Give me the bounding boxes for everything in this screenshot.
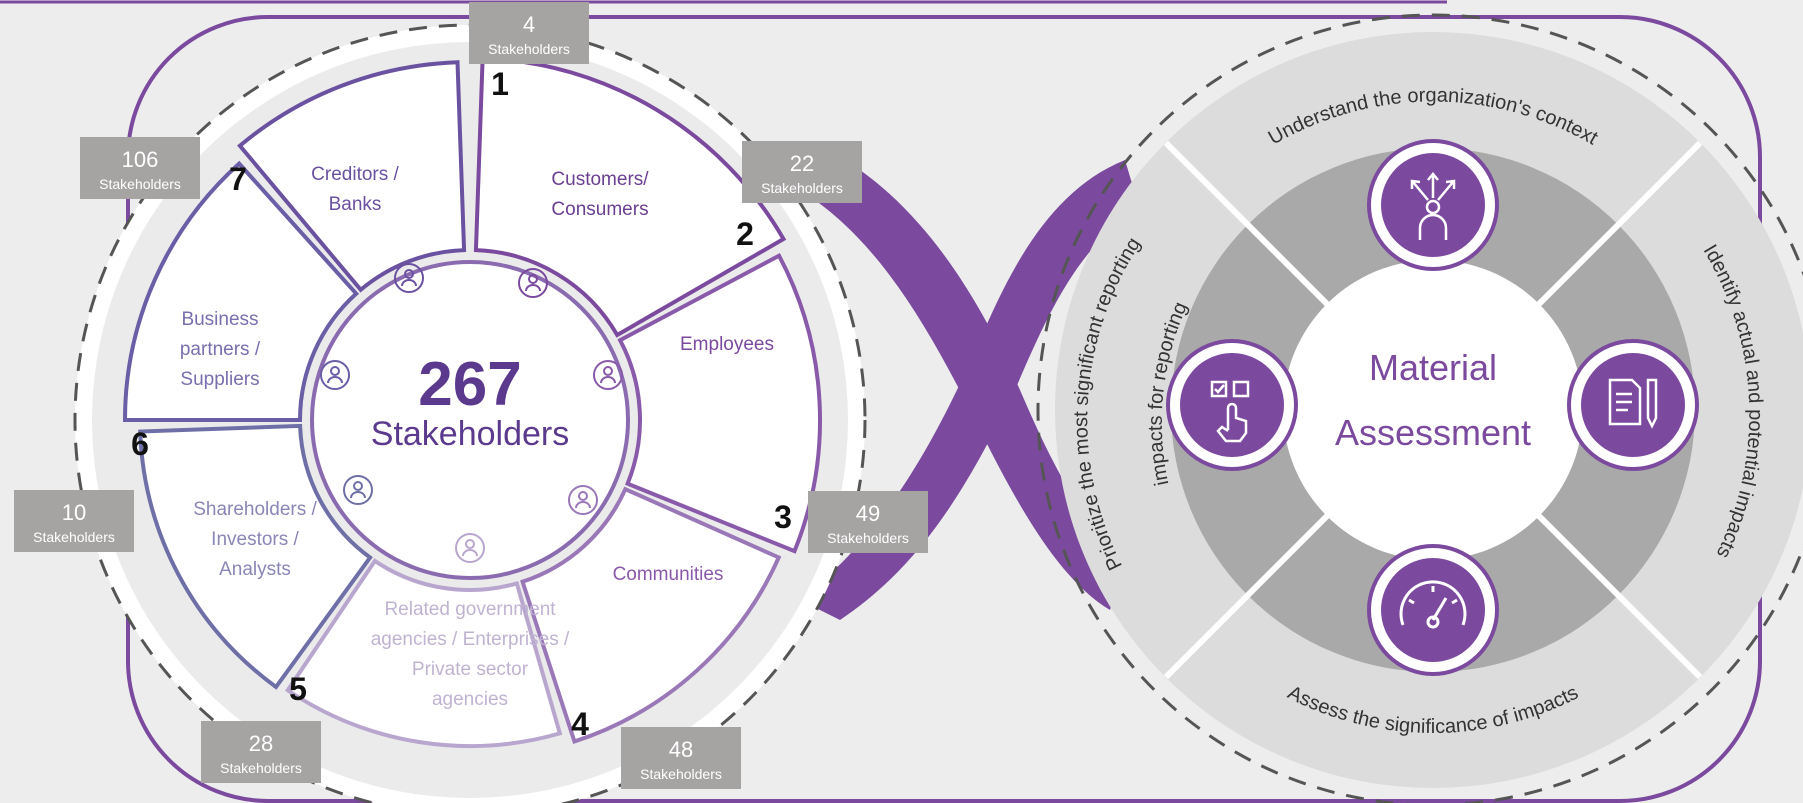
stakeholder-number-1: 1	[491, 66, 509, 102]
stakeholder-number-4: 4	[571, 706, 589, 742]
stakeholder-count-2: 22	[790, 151, 814, 176]
stakeholder-count-label-2: Stakeholders	[761, 180, 843, 196]
stakeholder-count-4: 48	[669, 737, 693, 762]
stakeholder-group-icon-4	[455, 533, 485, 563]
stakeholder-number-3: 3	[774, 499, 792, 535]
stakeholder-count-label-7: Stakeholders	[99, 176, 181, 192]
assessment-title-line2: Assessment	[1335, 412, 1531, 453]
stakeholder-number-6: 6	[131, 426, 149, 462]
assessment-title-line1: Material	[1369, 347, 1497, 388]
material-assessment-wheel: Material Assessment Understand the organ…	[1036, 13, 1803, 803]
assessment-dividers	[1163, 140, 1703, 680]
stakeholder-segment-5	[138, 423, 373, 690]
hand-checklist-icon	[1166, 339, 1298, 471]
stakeholder-label-7: Creditors /Banks	[311, 164, 399, 215]
infinity-connector	[800, 160, 1140, 620]
person-arrows-icon	[1367, 139, 1499, 271]
stakeholder-group-icon-7	[394, 263, 424, 293]
stakeholder-number-7: 7	[229, 161, 247, 197]
stakeholder-number-2: 2	[736, 216, 754, 252]
stakeholder-label-3: Communities	[613, 564, 724, 585]
stakeholder-segment-3	[520, 486, 782, 744]
stakeholder-label-2: Employees	[680, 334, 774, 355]
stakeholder-count-label-4: Stakeholders	[640, 766, 722, 782]
stakeholder-count-3: 49	[856, 501, 880, 526]
stakeholder-segment-4	[284, 558, 563, 748]
stakeholder-count-1: 4	[523, 12, 535, 37]
stakeholder-wheel: 267 Stakeholders Customers/Consumers1Emp…	[14, 2, 928, 803]
total-stakeholders-label: Stakeholders	[371, 415, 569, 453]
assessment-center	[1283, 260, 1583, 560]
stakeholder-segment-6	[122, 160, 360, 422]
stakeholder-count-label-5: Stakeholders	[220, 760, 302, 776]
stakeholder-count-label-3: Stakeholders	[827, 530, 909, 546]
stakeholder-group-icon-1	[518, 268, 548, 298]
stakeholder-number-5: 5	[289, 671, 307, 707]
wheel-center	[360, 310, 580, 530]
stakeholder-group-icon-5	[343, 475, 373, 505]
total-stakeholders-number: 267	[418, 350, 521, 419]
stakeholder-count-7: 106	[122, 147, 159, 172]
gauge-icon	[1367, 544, 1499, 676]
stakeholder-count-label-1: Stakeholders	[488, 41, 570, 57]
stakeholder-segment-7	[237, 60, 467, 293]
stakeholder-group-icon-2	[593, 360, 623, 390]
stakeholder-segment-2	[617, 252, 822, 554]
stakeholder-count-5: 28	[249, 731, 273, 756]
stakeholder-label-5: Shareholders /Investors /Analysts	[193, 499, 317, 580]
stakeholder-count-6: 10	[62, 500, 86, 525]
stakeholder-count-label-6: Stakeholders	[33, 529, 115, 545]
assessment-dashed-border	[1036, 13, 1803, 803]
stakeholder-group-icon-3	[568, 485, 598, 515]
stakeholder-label-1: Customers/Consumers	[551, 169, 649, 220]
document-pen-icon	[1567, 339, 1699, 471]
stakeholder-group-icon-6	[320, 360, 350, 390]
